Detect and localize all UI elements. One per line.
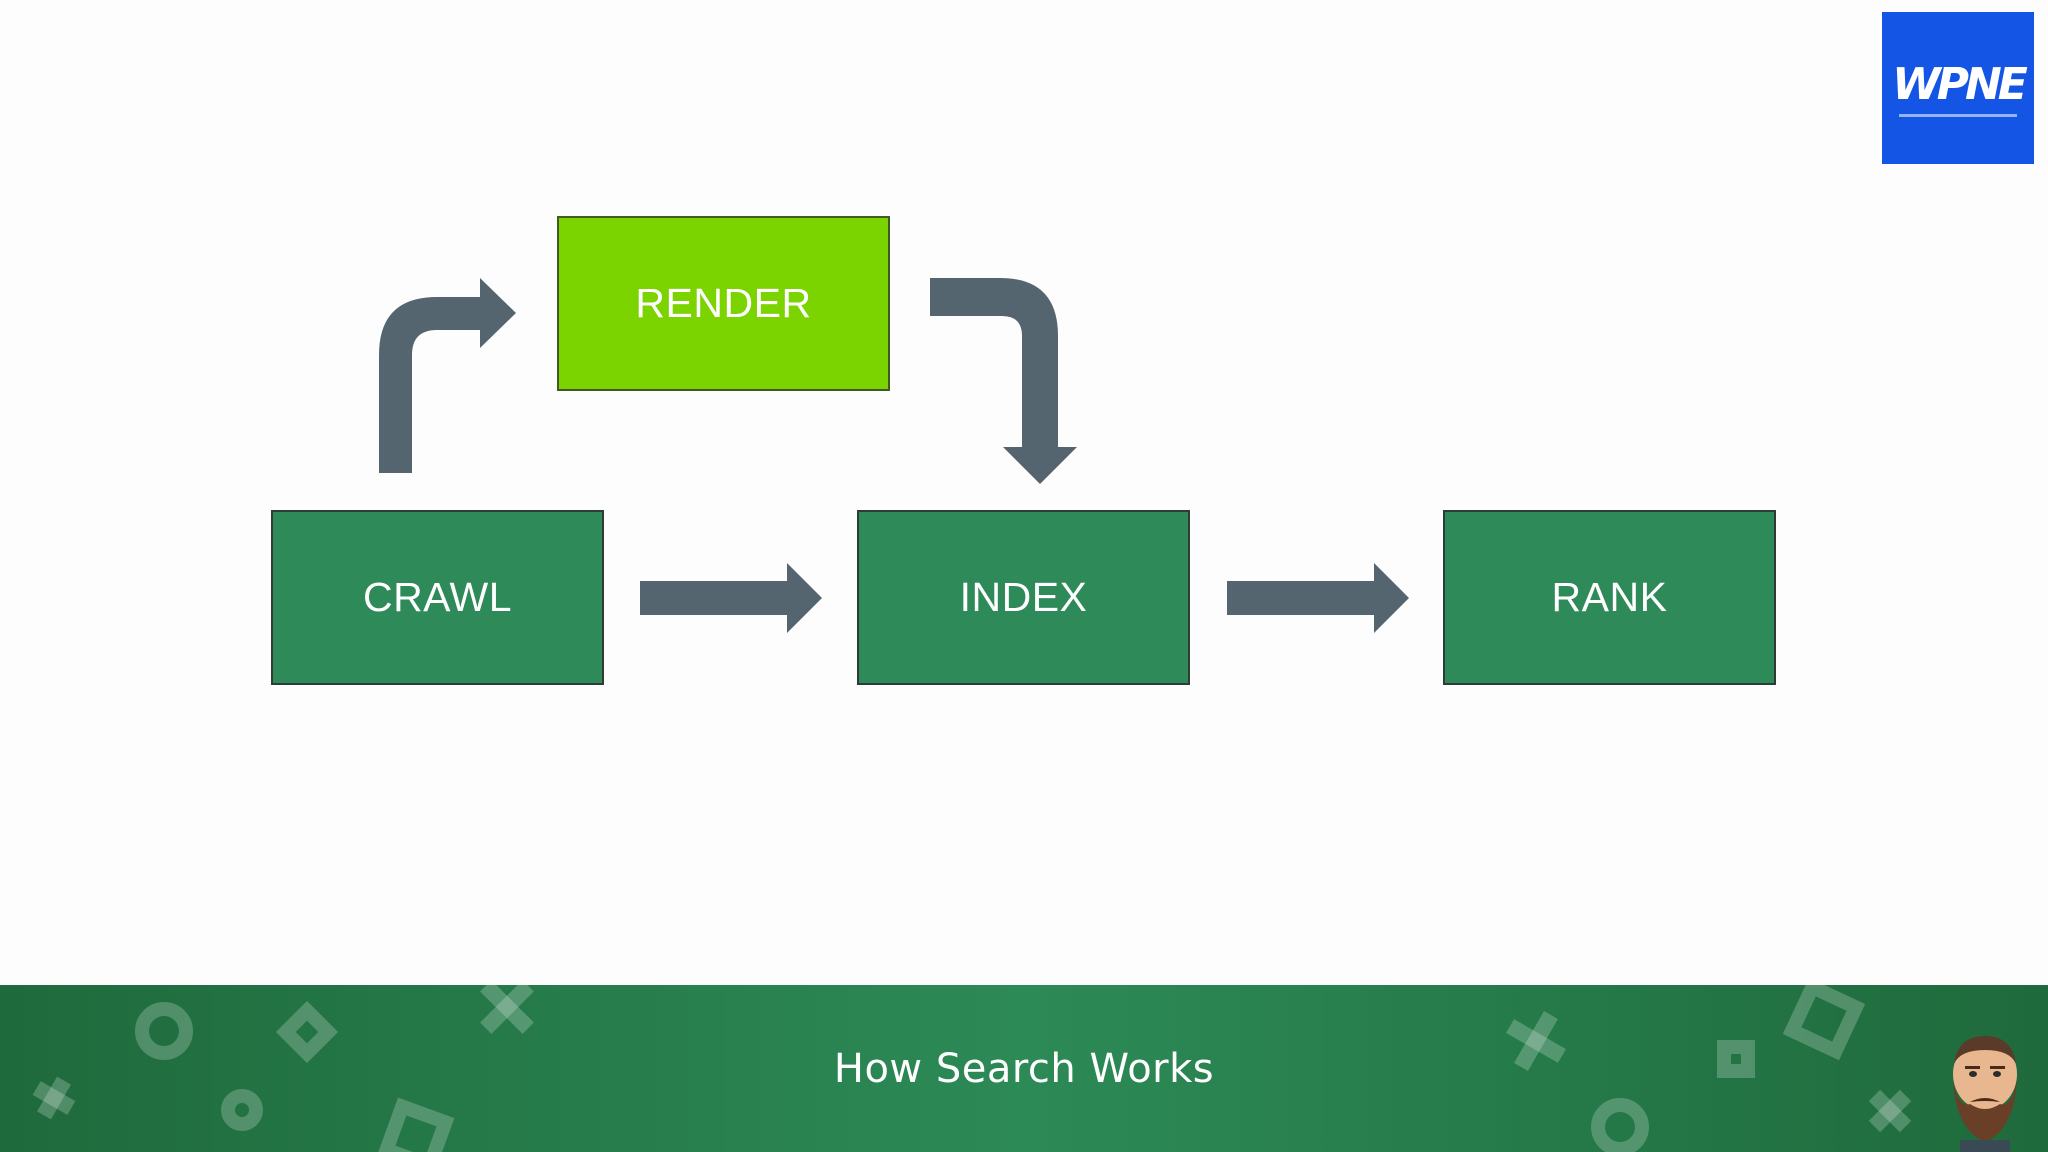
presenter-avatar-icon	[1953, 1036, 2017, 1152]
cross-deco-icon	[1868, 1089, 1912, 1133]
arrow-index-to-rank	[1227, 563, 1409, 633]
circle-deco-icon	[221, 1089, 263, 1131]
arrow-crawl-to-index	[640, 563, 822, 633]
logo-tagline-line	[1899, 114, 2017, 117]
node-crawl-label: CRAWL	[362, 574, 513, 620]
node-render: RENDER	[557, 216, 890, 391]
square-deco-icon	[1717, 1040, 1755, 1078]
wpne-logo: WPNE	[1882, 12, 2034, 164]
node-index-label: INDEX	[959, 574, 1088, 620]
arrow-crawl-to-render	[379, 278, 516, 473]
circle-deco-icon	[135, 1002, 193, 1060]
node-render-label: RENDER	[635, 280, 812, 326]
circle-deco-icon	[1591, 1098, 1649, 1152]
diamond-deco-icon	[377, 1097, 455, 1152]
node-rank: RANK	[1443, 510, 1776, 685]
diamond-deco-icon	[1782, 985, 1866, 1061]
cross-deco-icon	[32, 1076, 76, 1120]
diamond-deco-icon	[275, 1000, 339, 1064]
logo-text: WPNE	[1892, 59, 2028, 110]
node-crawl: CRAWL	[271, 510, 604, 685]
node-rank-label: RANK	[1551, 574, 1668, 620]
slide-title: How Search Works	[833, 1045, 1215, 1092]
node-index: INDEX	[857, 510, 1190, 685]
cross-deco-icon	[480, 985, 534, 1034]
footer-bar: How Search Works	[0, 985, 2048, 1152]
arrow-render-to-index	[930, 278, 1077, 484]
footer-decorations	[32, 985, 1912, 1152]
cross-deco-icon	[1506, 1011, 1566, 1071]
